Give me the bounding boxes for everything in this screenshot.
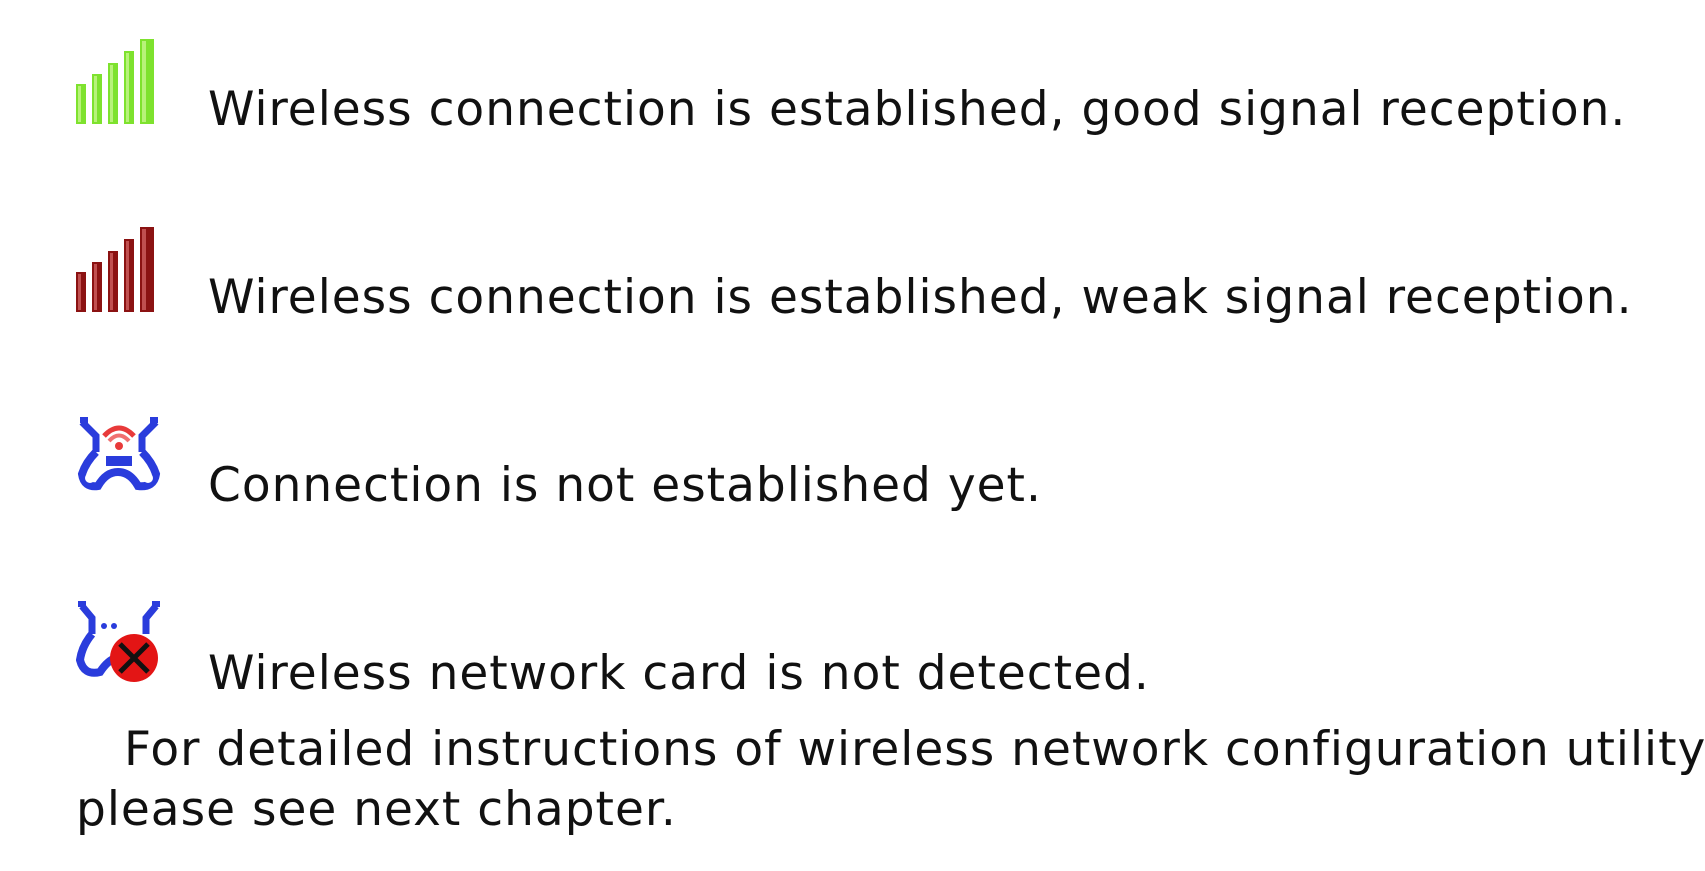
paragraph-line-2: please see next chapter. — [76, 782, 677, 837]
legend-text: Connection is not established yet. — [208, 458, 1042, 513]
paragraph-line-1: For detailed instructions of wireless ne… — [124, 722, 1705, 777]
legend-item-card-not-detected: Wireless network card is not detected. — [0, 600, 1705, 710]
instructions-paragraph: For detailed instructions of wireless ne… — [76, 720, 1705, 840]
legend-item-not-connected: Connection is not established yet. — [0, 412, 1705, 522]
signal-good-icon — [76, 36, 162, 124]
legend-item-weak-signal: Wireless connection is established, weak… — [0, 224, 1705, 334]
legend-text: Wireless network card is not detected. — [208, 646, 1150, 701]
not-connected-icon — [76, 412, 162, 500]
legend-item-good-signal: Wireless connection is established, good… — [0, 36, 1705, 146]
legend-text: Wireless connection is established, good… — [208, 82, 1627, 137]
legend-text: Wireless connection is established, weak… — [208, 270, 1633, 325]
signal-weak-icon — [76, 224, 162, 312]
card-not-detected-icon — [76, 600, 162, 688]
